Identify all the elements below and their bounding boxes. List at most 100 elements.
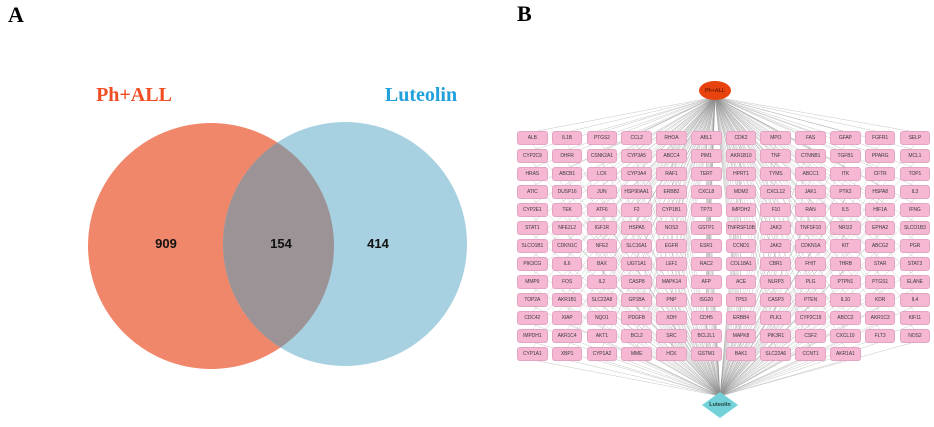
gene-node-cyp1b1: CYP1B1 [656, 203, 687, 217]
gene-node-kit: KIT [830, 239, 861, 253]
gene-node-mme: MME [621, 347, 652, 361]
gene-node-alb: ALB [517, 131, 548, 145]
gene-node-jun: JUN [586, 185, 618, 199]
gene-node-cyp3a5: CYP3A5 [621, 149, 652, 163]
gene-node-jak1: JAK1 [795, 185, 826, 199]
gene-node-dhfr: DHFR [551, 149, 583, 163]
gene-node-dusp16: DUSP16 [551, 185, 583, 199]
gene-node-xbp1: XBP1 [551, 347, 583, 361]
gene-node-xdh: XDH [656, 311, 687, 325]
gene-node-il5: IL5 [830, 203, 861, 217]
gene-node-nr1i2: NR1I2 [830, 221, 861, 235]
gene-node-nqo1: NQO1 [586, 311, 618, 325]
gene-node-ptgs2: PTGS2 [586, 131, 618, 145]
luteolin-node-label: Luteolin [709, 402, 731, 408]
gene-node-cyp2e1: CYP2E1 [517, 203, 548, 217]
network-edge [532, 359, 721, 397]
gene-node-cdkn1c: CDKN1C [551, 239, 583, 253]
gene-node-pnp: PNP [656, 293, 687, 307]
gene-node-afp: AFP [690, 275, 722, 289]
gene-node-tert: TERT [690, 167, 722, 181]
gene-node-col18a1: COL18A1 [725, 257, 757, 271]
gene-node-esr1: ESR1 [690, 239, 722, 253]
gene-node-pten: PTEN [795, 293, 826, 307]
gene-node-igf1r: IGF1R [586, 221, 618, 235]
gene-node-nfe2l2: NFE2L2 [551, 221, 583, 235]
gene-node-jak3: JAK3 [760, 221, 792, 235]
panel-b-label: B [517, 1, 532, 26]
gene-node-star: STAR [864, 257, 896, 271]
network-edge [601, 359, 721, 397]
gene-node-ifng: IFNG [899, 203, 931, 217]
gene-node-ran: RAN [795, 203, 826, 217]
phall-node-label: Ph+ALL [704, 87, 726, 94]
gene-node-isg20: ISG20 [690, 293, 722, 307]
gene-node-tnf: TNF [760, 149, 792, 163]
gene-node-itk: ITK [830, 167, 861, 181]
gene-node-top1: TOP1 [899, 167, 931, 181]
network-edge [705, 359, 721, 397]
gene-node-akr1c3: AKR1C3 [864, 311, 896, 325]
network-edge [719, 341, 915, 397]
panel-a-venn: A Ph+ALL Luteolin 909 154 414 [8, 2, 467, 369]
gene-node-ccnt1: CCNT1 [795, 347, 826, 361]
gene-node-akt1: AKT1 [586, 329, 618, 343]
network-edge [567, 359, 721, 397]
gene-node-ace: ACE [725, 275, 757, 289]
gene-node-fas: FAS [795, 131, 826, 145]
gene-node-rac2: RAC2 [690, 257, 722, 271]
gene-node-pik3r1: PIK3R1 [760, 329, 792, 343]
gene-node-slco1b3: SLCO1B3 [899, 221, 931, 235]
network-edge [719, 359, 846, 397]
gene-node-erbb2: ERBB2 [656, 185, 687, 199]
gene-node-nos2: NOS2 [899, 329, 931, 343]
gene-node-atf6: ATF6 [586, 203, 618, 217]
network-edge [719, 359, 742, 397]
gene-node-csf2: CSF2 [795, 329, 826, 343]
gene-node-ptgs1: PTGS1 [864, 275, 896, 289]
gene-node-pim1: PIM1 [690, 149, 722, 163]
gene-node-top2a: TOP2A [517, 293, 548, 307]
gene-node-kdr: KDR [864, 293, 896, 307]
gene-node-nlrp3: NLRP3 [760, 275, 792, 289]
gene-node-akr1b10: AKR1B10 [725, 149, 757, 163]
panel-a-label: A [8, 2, 24, 27]
gene-node-bax: BAX [586, 257, 618, 271]
gene-node-hck: HCK [656, 347, 687, 361]
gene-node-cdkn1a: CDKN1A [795, 239, 826, 253]
gene-node-erbb4: ERBB4 [725, 311, 757, 325]
gene-node-cftr: CFTR [864, 167, 896, 181]
gene-node-flt3: FLT3 [864, 329, 896, 343]
gene-node-tek: TEK [551, 203, 583, 217]
gene-node-rhoa: RHOA [656, 131, 687, 145]
venn-diagram: A Ph+ALL Luteolin 909 154 414 [8, 2, 467, 369]
gene-node-f2: F2 [621, 203, 652, 217]
gene-node-cyp1a1: CYP1A1 [517, 347, 548, 361]
venn-overlap-region [223, 123, 334, 366]
gene-node-selp: SELP [899, 131, 931, 145]
gene-node-tp73: TP73 [690, 203, 722, 217]
gene-node-cdh5: CDH5 [690, 311, 722, 325]
gene-node-epha2: EPHA2 [864, 221, 896, 235]
gene-node-fgfr1: FGFR1 [864, 131, 896, 145]
gene-node-bak1: BAK1 [725, 347, 757, 361]
gene-node-mdm2: MDM2 [725, 185, 757, 199]
gene-node-il4: IL4 [899, 293, 931, 307]
gene-node-pparg: PPARG [864, 149, 896, 163]
network-edge [567, 96, 716, 133]
gene-node-thrb: THRB [830, 257, 861, 271]
gene-node-pgr: PGR [899, 239, 931, 253]
gene-node-cxcl12: CXCL12 [760, 185, 792, 199]
network-edge [601, 96, 716, 133]
gene-node-stat1: STAT1 [517, 221, 548, 235]
gene-node-cyp1a2: CYP1A2 [586, 347, 618, 361]
gene-node-atic: ATIC [517, 185, 548, 199]
venn-count-overlap: 154 [270, 236, 292, 251]
gene-node-gstp1: GSTP1 [690, 221, 722, 235]
